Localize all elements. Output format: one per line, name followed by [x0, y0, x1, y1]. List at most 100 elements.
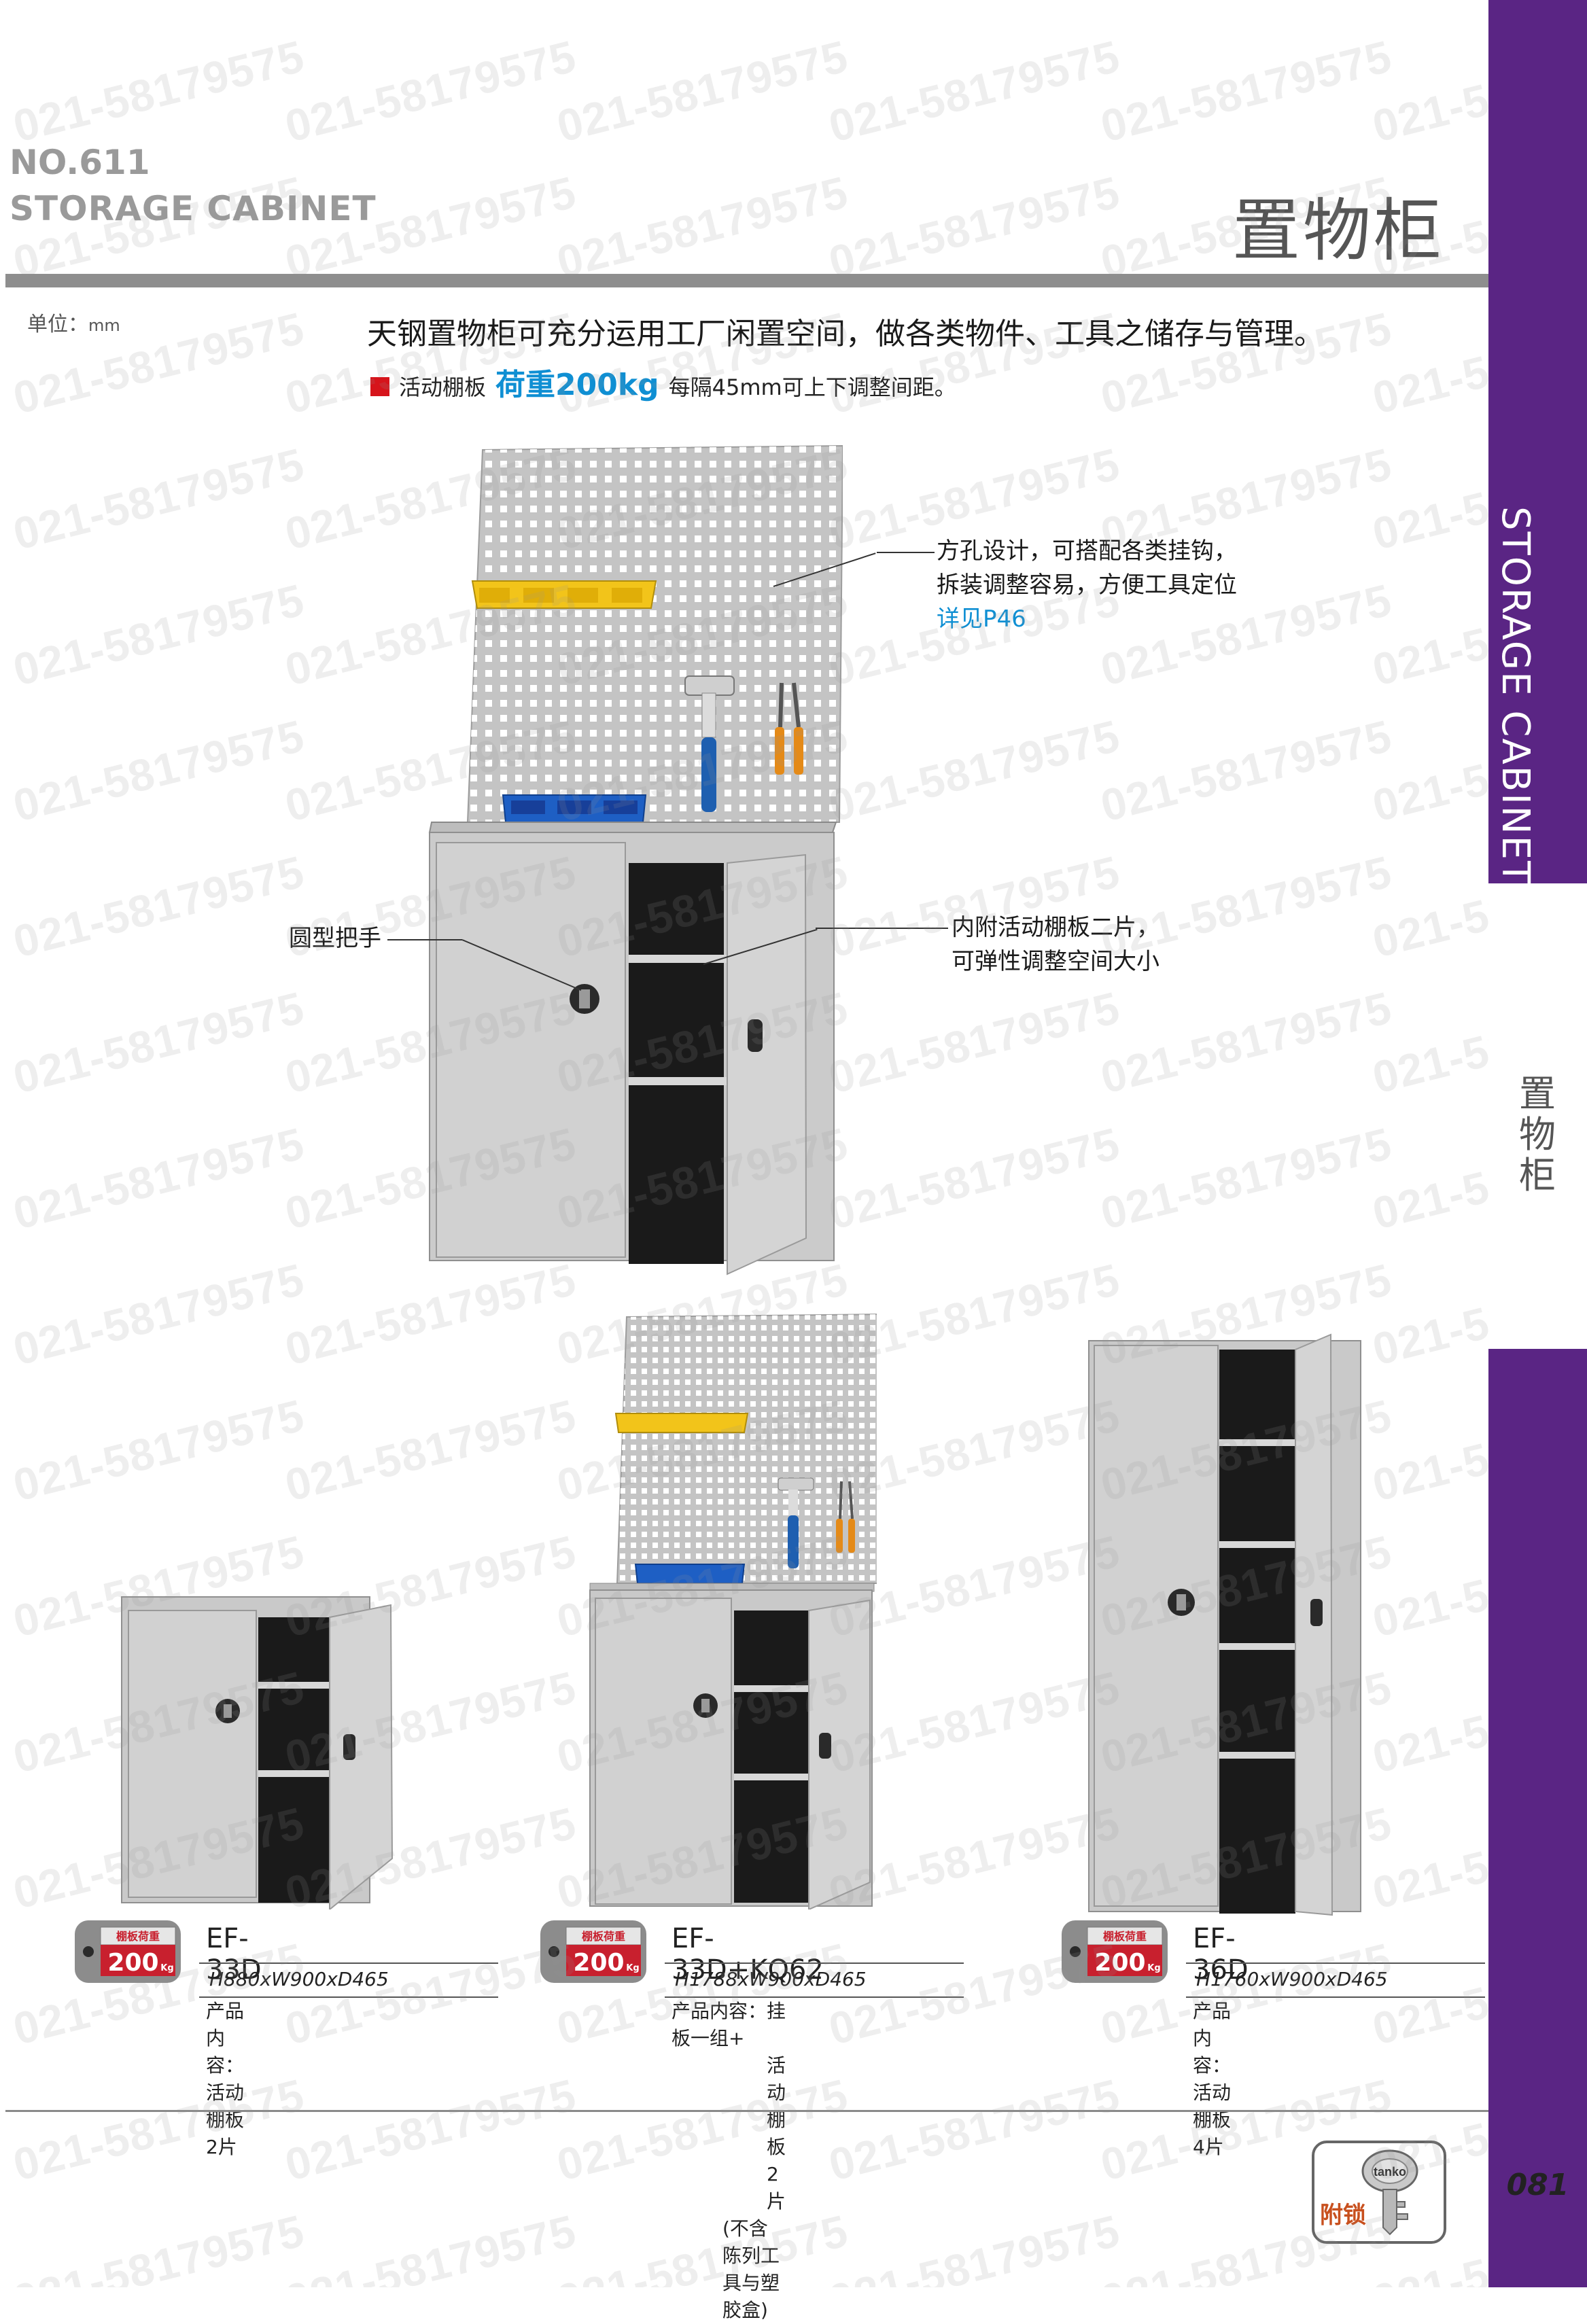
model-underline [665, 1962, 964, 1964]
watermark-text: 021-58179575 [280, 1933, 581, 2054]
side-category-char: 置 [1519, 1072, 1556, 1115]
key-icon: tanko [1361, 2149, 1418, 2236]
watermark-text: 021-58179575 [280, 2069, 581, 2190]
ef33d-illustration [121, 1596, 394, 1909]
badge-label: 棚板荷重 [116, 1930, 160, 1943]
dims-underline [665, 1996, 964, 1998]
watermark-text: 021-58179575 [824, 2069, 1125, 2190]
watermark-text: 021-58179575 [1367, 1390, 1488, 1511]
side-tab-top [1488, 0, 1587, 883]
model-underline [1186, 1962, 1485, 1964]
watermark-text: 021-58179575 [824, 31, 1125, 152]
badge-unit: Kg [160, 1963, 173, 1973]
callout-shelf: 内附活动棚板二片， 可弹性调整空间大小 [952, 911, 1159, 979]
catalog-subtitle: STORAGE CABINET [10, 189, 377, 228]
badge-unit: Kg [626, 1963, 639, 1973]
unit-value: mm [88, 316, 120, 335]
callout-line [387, 939, 462, 940]
watermark-text: 021-58179575 [8, 574, 309, 695]
product-content: 产品内容：活动棚板2片 [206, 1998, 244, 2161]
watermark-text: 021-58179575 [8, 1118, 309, 1239]
main-cabinet-illustration [428, 444, 843, 1275]
description-main: 天钢置物柜可充分运用工厂闲置空间，做各类物件、工具之储存与管理。 [367, 317, 1324, 351]
callout-shelf-line2: 可弹性调整空间大小 [952, 948, 1159, 975]
watermark-text: 021-58179575 [8, 846, 309, 967]
red-square-icon [370, 377, 389, 396]
callout-pegboard-link[interactable]: 详见P46 [937, 605, 1026, 633]
watermark-text: 021-58179575 [1367, 574, 1488, 695]
watermark-text: 021-58179575 [824, 1118, 1125, 1239]
description-shelf: 活动棚板 荷重200kg 每隔45mm可上下调整间距。 [370, 360, 956, 404]
product-dimensions: H1788xW900xD465 [675, 1968, 867, 1990]
watermark-text: 021-58179575 [1096, 31, 1397, 152]
header-divider [5, 274, 1488, 287]
watermark-text: 021-58179575 [8, 438, 309, 559]
page-number: 081 [1506, 2168, 1569, 2202]
watermark-text: 021-58179575 [8, 710, 309, 831]
product-content-line: 产品内容：活动棚板2片 [206, 2000, 245, 2158]
yellow-bins [471, 580, 657, 609]
callout-handle: 圆型把手 [289, 925, 381, 952]
callout-line [816, 928, 948, 929]
catalog-number: NO.611 [10, 143, 150, 182]
key-brand-text: tanko [1374, 2165, 1406, 2179]
hammer-icon [684, 675, 735, 812]
watermark-text: 021-58179575 [8, 1254, 309, 1375]
watermark-text: 021-58179575 [824, 2205, 1125, 2287]
side-tab-label: STORAGE CABINET [1493, 506, 1537, 886]
watermark-text: 021-58179575 [1367, 982, 1488, 1103]
watermark-text: 021-58179575 [1096, 982, 1397, 1103]
product-content-line: 产品内容：活动棚板4片 [1193, 2000, 1232, 2158]
unit-note: 单位：mm [27, 307, 120, 337]
callout-line [877, 552, 935, 553]
pliers-icon [775, 682, 803, 775]
watermark-text: 021-58179575 [8, 31, 309, 152]
watermark-text: 021-58179575 [1367, 1797, 1488, 1918]
shelf-note: 每隔45mm可上下调整间距。 [668, 374, 956, 400]
watermark-text: 021-58179575 [280, 2205, 581, 2287]
blue-bins [502, 794, 647, 823]
dims-underline [1186, 1996, 1485, 1998]
unit-label: 单位： [27, 313, 88, 336]
model-underline [199, 1962, 498, 1964]
watermark-text: 021-58179575 [1367, 1118, 1488, 1239]
watermark-text: 021-58179575 [1367, 710, 1488, 831]
watermark-text: 021-58179575 [8, 982, 309, 1103]
product-dimensions: H880xW900xD465 [209, 1968, 389, 1990]
side-category-char: 物 [1519, 1113, 1556, 1156]
product-model: EF-33D+KQ62 [672, 1923, 824, 1986]
watermark-text: 021-58179575 [280, 1390, 581, 1511]
watermark-text: 021-58179575 [552, 31, 853, 152]
watermark-text: 021-58179575 [824, 710, 1125, 831]
footer-divider [5, 2110, 1488, 2112]
watermark-text: 021-58179575 [1367, 31, 1488, 152]
ef33d-kq62-illustration [589, 1314, 877, 1909]
product-content-line: (不含陈列工具与塑胶盒) [722, 2217, 780, 2321]
watermark-text: 021-58179575 [1096, 1118, 1397, 1239]
side-category-label: 置物柜 [1503, 1074, 1571, 1196]
badge-value: 200 [1094, 1949, 1145, 1977]
ef36d-illustration [1088, 1333, 1361, 1916]
badge-value: 200 [573, 1949, 624, 1977]
watermark-text: 021-58179575 [1367, 846, 1488, 967]
product-model: EF-36D [1193, 1923, 1249, 1986]
watermark-text: 021-58179575 [1367, 1933, 1488, 2054]
callout-pegboard-line1: 方孔设计，可搭配各类挂钩， [937, 538, 1237, 565]
product-model: EF-33D [206, 1923, 262, 1986]
product-content-line: 产品内容：挂板一组+ [672, 2000, 786, 2049]
lock-badge [1312, 2141, 1446, 2244]
watermark-text: 021-58179575 [280, 31, 581, 152]
badge-label: 棚板荷重 [582, 1930, 625, 1943]
load-highlight: 荷重200kg [495, 368, 659, 402]
watermark-text: 021-58179575 [1367, 302, 1488, 423]
dims-underline [199, 1996, 498, 1998]
page-title: 置物柜 [1232, 191, 1444, 270]
watermark-text: 021-58179575 [824, 166, 1125, 287]
lock-label: 附锁 [1320, 2202, 1366, 2229]
badge-unit: Kg [1147, 1963, 1160, 1973]
product-content: 产品内容：挂板一组+活动棚板2片(不含陈列工具与塑胶盒) [672, 1998, 786, 2324]
watermark-text: 021-58179575 [1096, 710, 1397, 831]
